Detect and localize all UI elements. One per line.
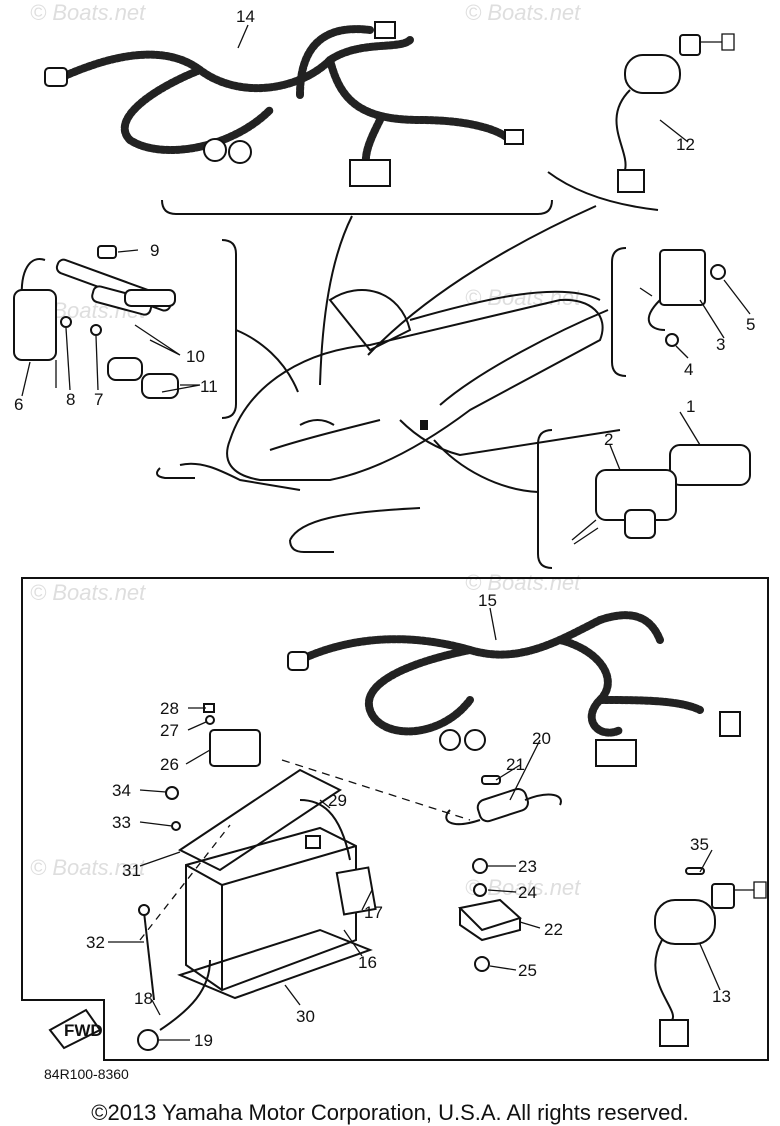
fwd-label: FWD (64, 1021, 103, 1040)
watermark: © Boats.net (30, 855, 146, 880)
callout-3: 3 (716, 335, 725, 354)
rectifier-group (457, 858, 522, 972)
bracket (161, 199, 553, 215)
leader-line (439, 309, 609, 406)
callout-30: 30 (296, 1007, 315, 1026)
callout-13: 13 (712, 987, 731, 1006)
wire-harness-14 (44, 21, 524, 187)
leader-line (433, 439, 539, 493)
callout-17: 17 (364, 903, 383, 922)
callout-10: 10 (186, 347, 205, 366)
leader-line (235, 329, 299, 393)
callout-1: 1 (686, 397, 695, 416)
callout-18: 18 (134, 989, 153, 1008)
callout-15: 15 (478, 591, 497, 610)
callout-5: 5 (746, 315, 755, 334)
callout-14: 14 (236, 7, 255, 26)
callout-33: 33 (112, 813, 131, 832)
watermark: © Boats.net (465, 285, 581, 310)
callout-22: 22 (544, 920, 563, 939)
callout-4: 4 (684, 360, 693, 379)
cdi-unit-group (571, 444, 751, 545)
callout-32: 32 (86, 933, 105, 952)
watermark: © Boats.net (30, 580, 146, 605)
bracket (547, 171, 659, 211)
callout-20: 20 (532, 729, 551, 748)
callout-19: 19 (194, 1031, 213, 1050)
callout-16: 16 (358, 953, 377, 972)
callout-28: 28 (160, 699, 179, 718)
leader-line (367, 205, 597, 356)
callout-26: 26 (160, 755, 179, 774)
callout-31: 31 (122, 861, 141, 880)
callout-24: 24 (518, 883, 537, 902)
callout-21: 21 (506, 755, 525, 774)
diagram-code: 84R100-8360 (44, 1066, 129, 1082)
callout-8: 8 (66, 390, 75, 409)
callout-2: 2 (604, 430, 613, 449)
callout-labels: 1 2 3 4 5 6 7 8 9 10 11 12 13 14 15 16 1… (14, 7, 755, 1050)
bracket (537, 429, 553, 569)
callout-34: 34 (112, 781, 131, 800)
callout-11: 11 (200, 377, 218, 396)
callout-23: 23 (518, 857, 537, 876)
watermark: © Boats.net (465, 0, 581, 25)
bracket (221, 239, 237, 419)
leader-line (319, 215, 353, 386)
key-switch-12 (615, 33, 735, 193)
callout-25: 25 (518, 961, 537, 980)
bracket (611, 247, 627, 377)
regulator-group (639, 249, 726, 347)
snowmobile-body (155, 289, 621, 553)
fwd-arrow: FWD (48, 1008, 103, 1050)
key-switch-13 (654, 867, 767, 1047)
lower-frame (21, 577, 769, 1061)
dashed-leader (281, 759, 471, 821)
ignition-coil-group (13, 245, 179, 399)
copyright-notice: ©2013 Yamaha Motor Corporation, U.S.A. A… (91, 1100, 689, 1125)
callout-7: 7 (94, 390, 103, 409)
watermark: © Boats.net (30, 0, 146, 25)
callout-35: 35 (690, 835, 709, 854)
callout-leaders (21, 24, 751, 1041)
callout-9: 9 (150, 241, 159, 260)
callout-27: 27 (160, 721, 179, 740)
dashed-leader (139, 824, 231, 941)
watermark: © Boats.net (465, 570, 581, 595)
brake-switch (445, 775, 562, 826)
wire-harness-15 (287, 611, 741, 767)
callout-29: 29 (328, 791, 347, 810)
callout-6: 6 (14, 395, 23, 414)
callout-12: 12 (676, 135, 695, 154)
